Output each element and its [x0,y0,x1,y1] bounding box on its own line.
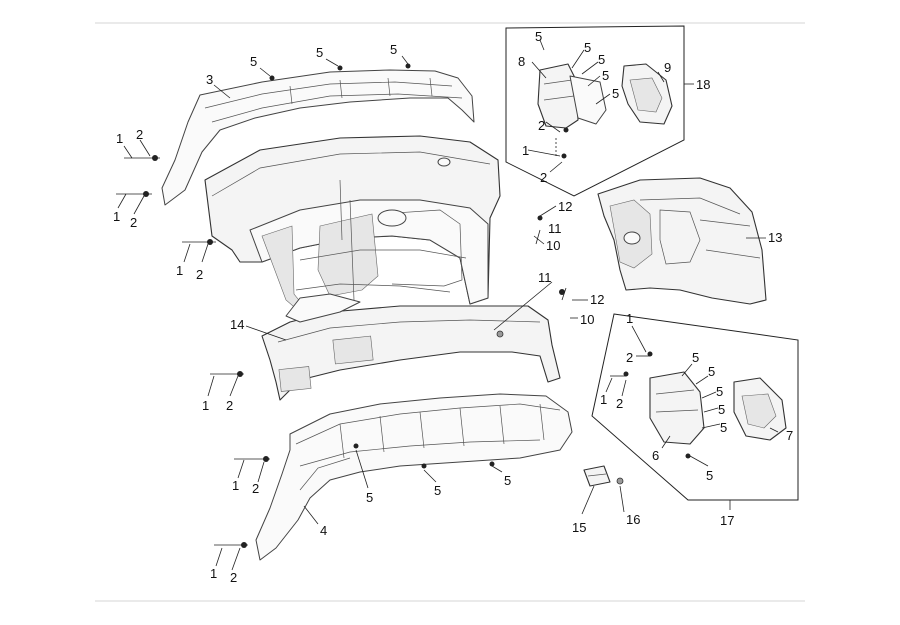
callout-5: 5 [720,420,727,435]
part-16-screw [616,477,624,485]
part-6-housing [649,371,705,445]
callout-2: 2 [540,170,547,185]
part-3-upper-trim [161,69,475,206]
callout-1: 1 [522,143,529,158]
callout-13: 13 [768,230,782,245]
callout-6: 6 [652,448,659,463]
callout-8: 8 [518,54,525,69]
callout-2: 2 [136,127,143,142]
part-7-lamp [733,377,787,441]
callout-12: 12 [558,199,572,214]
box-17 [591,313,799,510]
callout-5: 5 [504,473,511,488]
part-4-lower-cover [255,393,573,561]
callout-7: 7 [786,428,793,443]
callout-1: 1 [202,398,209,413]
callout-2: 2 [230,570,237,585]
callouts: 3 5 5 5 1 2 1 2 1 2 14 1 2 1 2 4 1 2 5 5… [113,29,793,585]
part-15-clip [583,465,611,487]
callout-2: 2 [626,350,633,365]
callout-11: 11 [548,221,562,236]
callout-5: 5 [718,402,725,417]
callout-3: 3 [206,72,213,87]
box-18 [505,25,694,197]
callout-11: 11 [538,270,552,285]
callout-5: 5 [535,29,542,44]
callout-2: 2 [252,481,259,496]
callout-5: 5 [250,54,257,69]
callout-17: 17 [720,513,734,528]
callout-12: 12 [590,292,604,307]
callout-15: 15 [572,520,586,535]
callout-5: 5 [708,364,715,379]
callout-10: 10 [546,238,560,253]
callout-1: 1 [232,478,239,493]
callout-2: 2 [226,398,233,413]
callout-2: 2 [130,215,137,230]
part-13-side-panel [597,177,767,305]
callout-1: 1 [176,263,183,278]
callout-5: 5 [598,52,605,67]
callout-1: 1 [210,566,217,581]
callout-14: 14 [230,317,244,332]
callout-1: 1 [113,209,120,224]
callout-5: 5 [692,350,699,365]
callout-5: 5 [716,384,723,399]
callout-1: 1 [626,311,633,326]
callout-1: 1 [116,131,123,146]
callout-5: 5 [706,468,713,483]
leader-lines [116,39,779,571]
callout-10: 10 [580,312,594,327]
part-14-front-panel [261,293,561,401]
callout-1: 1 [600,392,607,407]
callout-4: 4 [320,523,327,538]
callout-5: 5 [434,483,441,498]
callout-5: 5 [366,490,373,505]
callout-2: 2 [196,267,203,282]
callout-5: 5 [602,68,609,83]
callout-5: 5 [612,86,619,101]
callout-16: 16 [626,512,640,527]
part-8-housing [537,63,607,129]
callout-9: 9 [664,60,671,75]
callout-2: 2 [616,396,623,411]
main-body-frame [204,135,501,313]
part-9-lamp [621,63,673,125]
callout-18: 18 [696,77,710,92]
callout-5: 5 [316,45,323,60]
callout-5: 5 [390,42,397,57]
callout-5: 5 [584,40,591,55]
callout-2: 2 [538,118,545,133]
